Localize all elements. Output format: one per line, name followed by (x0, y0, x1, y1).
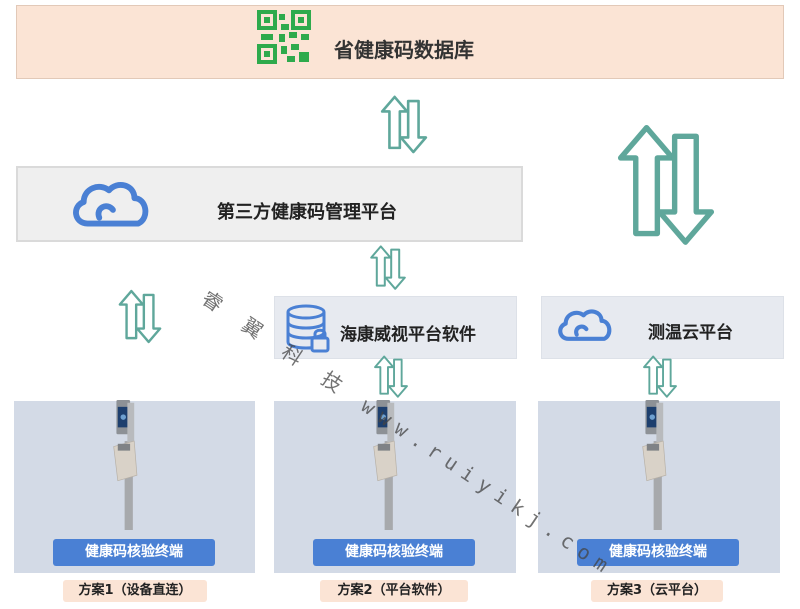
database-lock-icon (286, 304, 330, 353)
terminal-device-image (113, 399, 138, 531)
bidirectional-arrow-icon (370, 245, 406, 290)
hikvision-software-label: 海康威视平台软件 (340, 325, 476, 345)
bidirectional-arrow-icon (380, 95, 428, 154)
qr-code-icon (257, 10, 311, 64)
third-party-platform-box (16, 166, 523, 242)
bidirectional-arrow-icon (118, 289, 162, 344)
plan-label-3: 方案3（云平台） (591, 580, 723, 602)
third-party-platform-label: 第三方健康码管理平台 (217, 202, 397, 223)
bidirectional-arrow-icon (612, 98, 720, 274)
plan-label-1: 方案1（设备直连） (63, 580, 207, 602)
temp-cloud-platform-label: 测温云平台 (648, 323, 733, 343)
cloud-icon (556, 306, 614, 344)
provincial-db-label: 省健康码数据库 (334, 38, 474, 62)
terminal-tag-3: 健康码核验终端 (577, 539, 739, 566)
terminal-device-image (642, 399, 667, 531)
terminal-tag-2: 健康码核验终端 (313, 539, 475, 566)
provincial-db-box (16, 5, 784, 79)
bidirectional-arrow-icon (643, 355, 677, 398)
cloud-icon (70, 178, 152, 230)
plan-label-2: 方案2（平台软件） (320, 580, 468, 602)
terminal-tag-1: 健康码核验终端 (53, 539, 215, 566)
